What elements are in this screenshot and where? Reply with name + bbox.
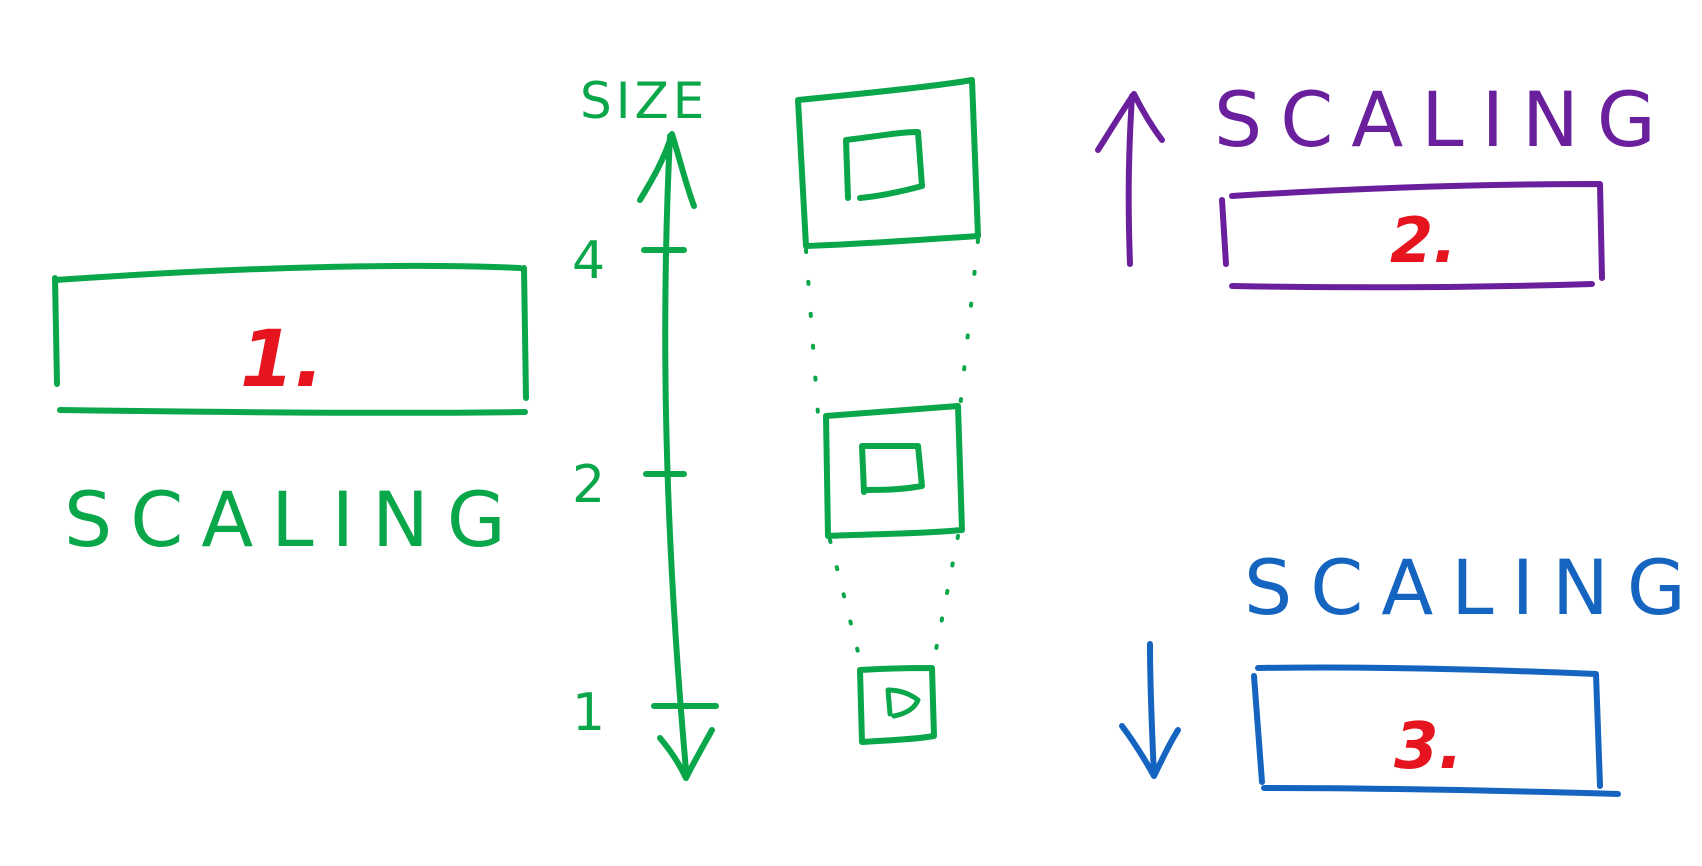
- size-axis: SIZE 4 2 1: [572, 72, 719, 781]
- arrow-down-icon: [1119, 641, 1181, 779]
- frame-size-1: [857, 665, 937, 745]
- tick-label-1: 1: [572, 683, 605, 743]
- box-2-number: 2.: [1390, 204, 1457, 277]
- box-2: 2.: [1219, 181, 1605, 291]
- frame-size-2: [823, 403, 965, 539]
- box-2-label: SCALING: [1214, 75, 1674, 164]
- axis-arrow-down-icon: [657, 727, 715, 781]
- tick-label-2: 2: [572, 455, 605, 515]
- box-3: 3.: [1251, 664, 1621, 797]
- box-3-number: 3.: [1394, 710, 1463, 784]
- box-1: 1.: [52, 262, 529, 416]
- axis-arrow-up-icon: [637, 131, 697, 209]
- arrow-up-icon: [1095, 91, 1165, 267]
- box-1-label: SCALING: [64, 475, 524, 564]
- axis-title: SIZE: [580, 72, 708, 130]
- box-3-label: SCALING: [1244, 543, 1702, 632]
- frame-size-4: [795, 77, 981, 249]
- tick-label-4: 4: [572, 231, 605, 291]
- box-1-number: 1.: [240, 315, 324, 405]
